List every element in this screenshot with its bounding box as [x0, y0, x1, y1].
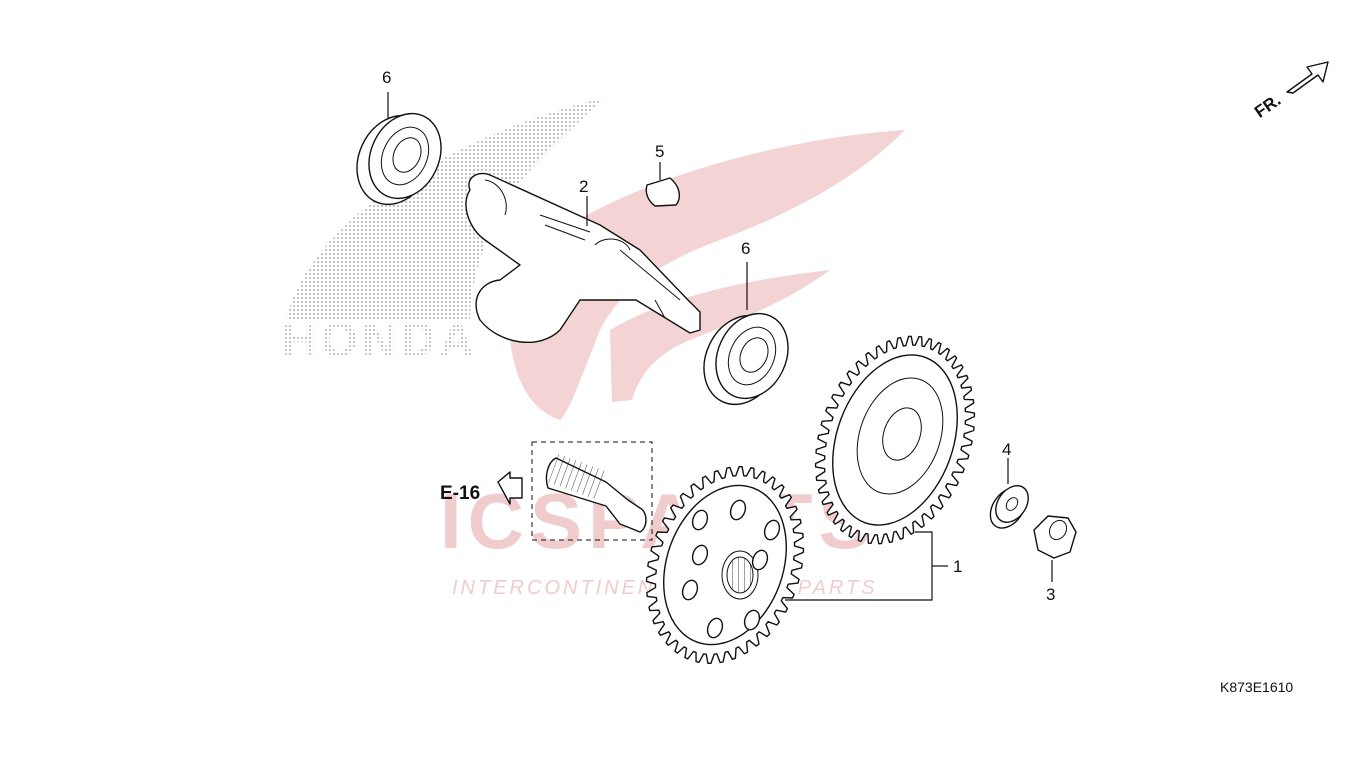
bearing-mid: 6 — [703, 239, 789, 406]
gear-hole — [691, 544, 709, 566]
gear-hole — [743, 609, 761, 631]
gear-hole — [706, 617, 724, 639]
drawing-code: K873E1610 — [1220, 679, 1293, 695]
front-arrow-icon — [1286, 61, 1329, 94]
callout-5: 5 — [655, 142, 664, 161]
nut: 3 — [1033, 515, 1077, 604]
washer: 4 — [989, 440, 1029, 529]
reference-arrow-icon — [497, 471, 523, 505]
wing-dotted-icon — [286, 98, 604, 320]
front-direction-indicator: FR. — [1251, 61, 1329, 122]
gear-large — [814, 335, 976, 545]
bearing-top: 6 — [356, 68, 442, 206]
gear-hole — [751, 549, 769, 571]
callout-1-bracket: 1 — [785, 531, 962, 601]
callout-3: 3 — [1046, 585, 1055, 604]
callout-2: 2 — [579, 177, 588, 196]
reference-label: E-16 — [440, 483, 480, 504]
gear-hole — [729, 499, 747, 521]
honda-watermark-text: HONDA — [282, 314, 478, 367]
callout-1: 1 — [953, 557, 962, 576]
front-label: FR. — [1251, 90, 1284, 121]
callout-4: 4 — [1002, 440, 1011, 459]
gear-small — [645, 466, 805, 664]
wing-red-lower-icon — [610, 270, 830, 402]
reference-e16: E-16 — [440, 441, 653, 541]
balancer-shaft: 2 — [465, 172, 701, 343]
gear-hole — [763, 519, 781, 541]
gear-hole — [691, 509, 709, 531]
gear-hole — [681, 579, 699, 601]
woodruff-key: 5 — [645, 142, 681, 207]
callout-6-top: 6 — [382, 68, 391, 87]
callout-6-mid: 6 — [741, 239, 750, 258]
